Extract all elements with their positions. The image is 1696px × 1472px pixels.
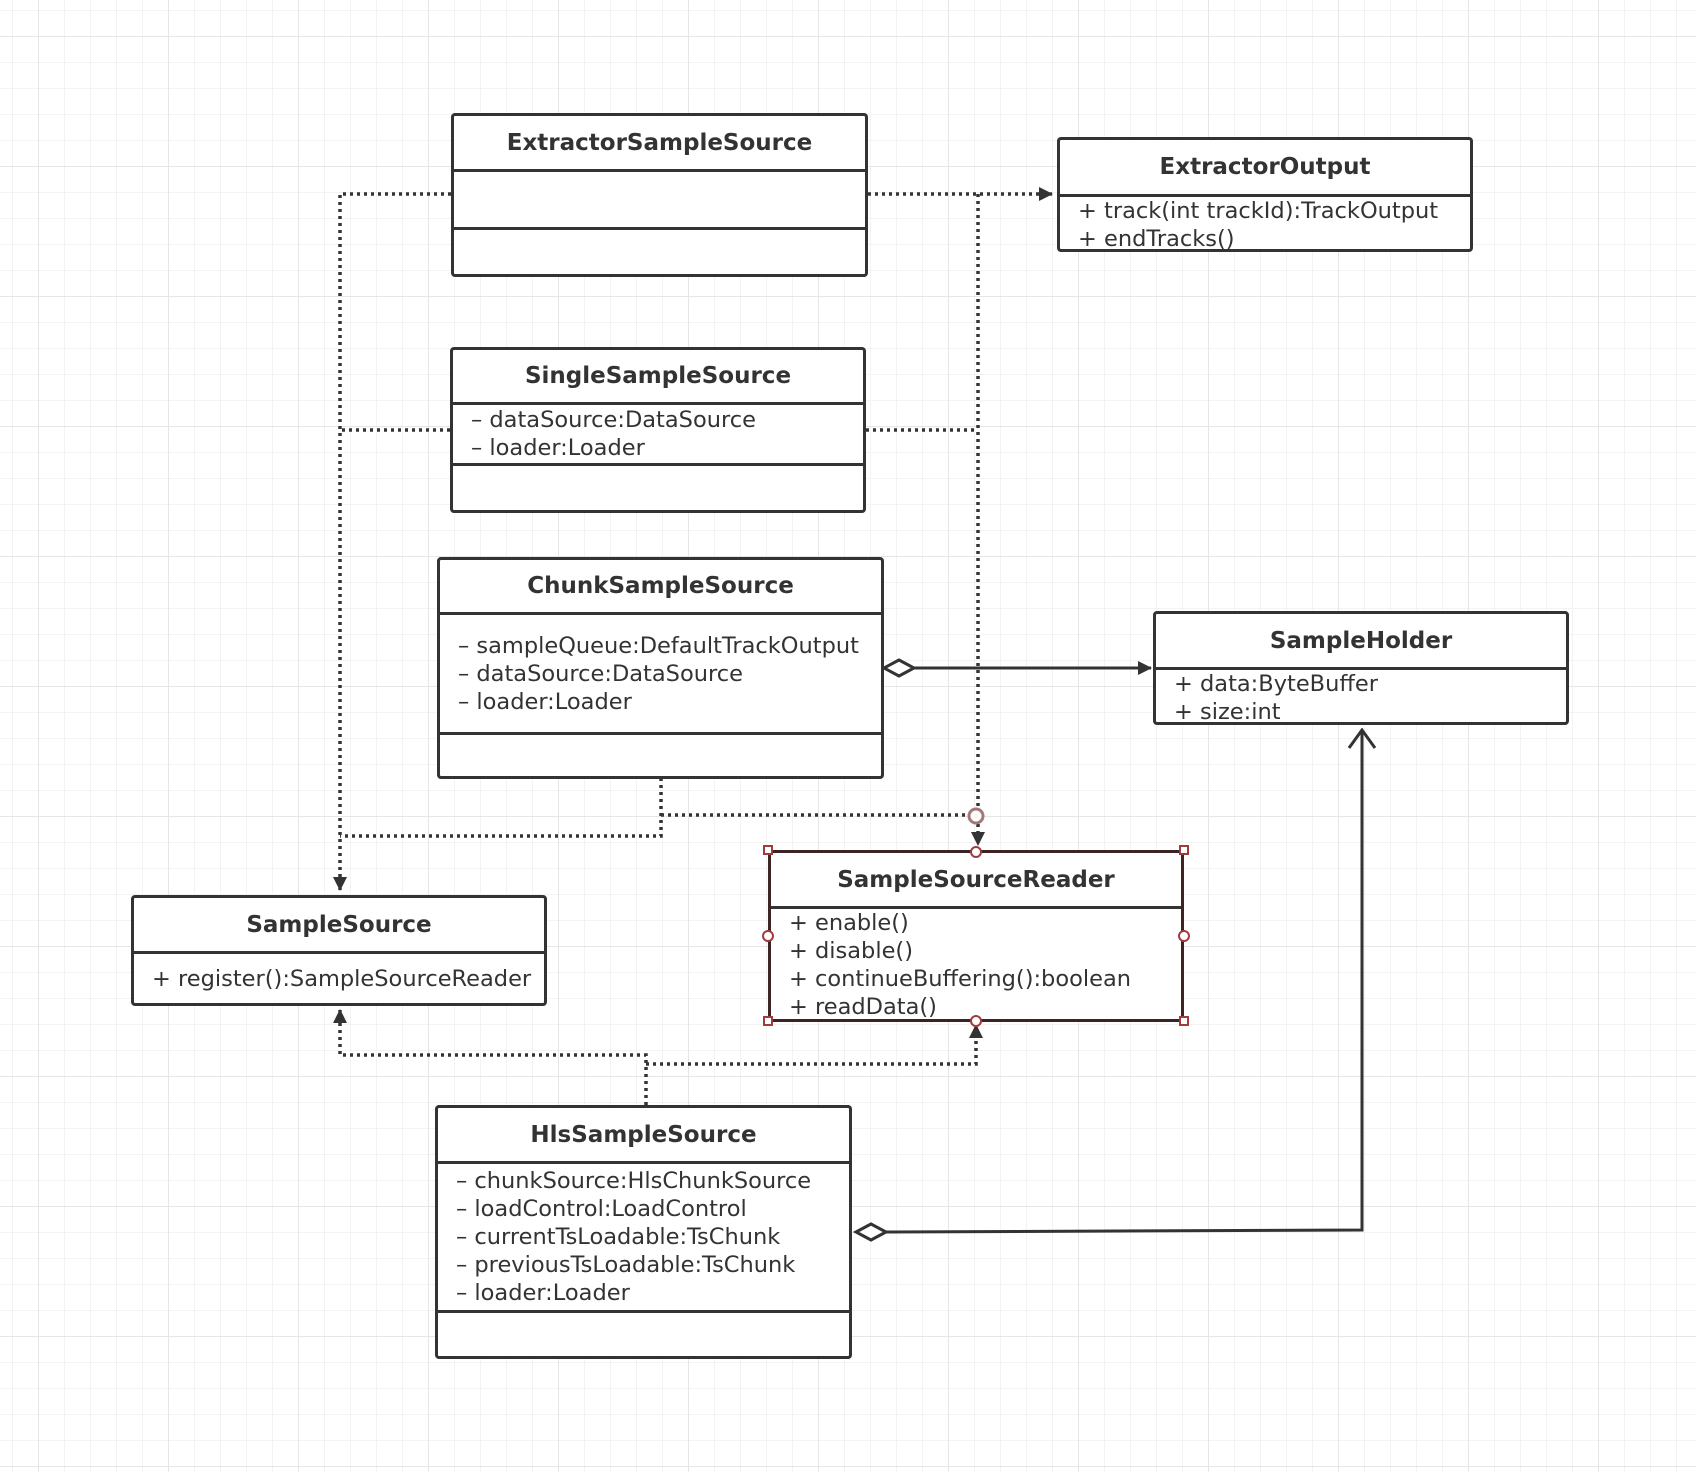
operation-item: + track(int trackId):TrackOutput (1078, 198, 1439, 224)
class-name: SampleHolder (1156, 614, 1566, 670)
operation-item: + disable() (789, 938, 913, 964)
edge-chunksamplesource-samplesource[interactable] (340, 778, 663, 838)
operations-section (440, 735, 881, 776)
class-name: SingleSampleSource (453, 350, 863, 405)
operations-section: + track(int trackId):TrackOutput + endTr… (1060, 197, 1470, 253)
class-extractoroutput[interactable]: ExtractorOutput + track(int trackId):Tra… (1057, 137, 1473, 252)
operations-section (438, 1313, 849, 1356)
connect-handle-bottom[interactable] (970, 1015, 982, 1027)
class-samplesourcereader[interactable]: SampleSourceReader + enable() + disable(… (768, 850, 1184, 1022)
edge-extractorsamplesource-samplesource[interactable] (333, 192, 451, 891)
aggregation-diamond-chunk (880, 658, 918, 678)
class-name: ChunkSampleSource (440, 560, 881, 615)
attribute-item: – loader:Loader (458, 688, 632, 715)
operation-item: + data:ByteBuffer (1174, 671, 1378, 697)
attribute-item: – previousTsLoadable:TsChunk (456, 1252, 796, 1278)
class-name: SampleSourceReader (771, 853, 1181, 909)
class-name: ExtractorSampleSource (454, 116, 865, 172)
operations-section (453, 466, 863, 510)
class-name: HlsSampleSource (438, 1108, 849, 1164)
attribute-item: – loader:Loader (471, 435, 645, 461)
class-chunksamplesource[interactable]: ChunkSampleSource – sampleQueue:DefaultT… (437, 557, 884, 779)
operation-item: + register():SampleSourceReader (152, 965, 532, 992)
resize-handle-top-right[interactable] (1179, 845, 1189, 855)
attributes-section: – dataSource:DataSource – loader:Loader (453, 405, 863, 466)
connection-point-icon[interactable] (967, 807, 985, 825)
operations-section: + register():SampleSourceReader (134, 954, 544, 1003)
resize-handle-top-left[interactable] (763, 845, 773, 855)
class-name: ExtractorOutput (1060, 140, 1470, 197)
resize-handle-bottom-right[interactable] (1179, 1016, 1189, 1026)
attributes-section: – sampleQueue:DefaultTrackOutput – dataS… (440, 615, 881, 735)
operation-item: + enable() (789, 910, 909, 936)
operation-item: + endTracks() (1078, 226, 1235, 252)
operation-item: + readData() (789, 994, 937, 1020)
attribute-item: – loadControl:LoadControl (456, 1196, 747, 1222)
edge-hlssamplesource-samplesource[interactable] (333, 1009, 648, 1105)
attribute-item: – chunkSource:HlsChunkSource (456, 1168, 812, 1194)
operations-section (454, 230, 865, 274)
class-name: SampleSource (134, 898, 544, 954)
class-samplesource[interactable]: SampleSource + register():SampleSourceRe… (131, 895, 547, 1006)
class-extractorsamplesource[interactable]: ExtractorSampleSource (451, 113, 868, 277)
connect-handle-top[interactable] (970, 846, 982, 858)
attributes-section (454, 172, 865, 230)
edge-hlssamplesource-samplesourcereader[interactable] (646, 1024, 983, 1066)
class-singlesamplesource[interactable]: SingleSampleSource – dataSource:DataSour… (450, 347, 866, 513)
class-sampleholder[interactable]: SampleHolder + data:ByteBuffer + size:in… (1153, 611, 1569, 725)
connect-handle-left[interactable] (762, 930, 774, 942)
attribute-item: – dataSource:DataSource (458, 660, 743, 687)
attribute-item: – loader:Loader (456, 1280, 630, 1306)
resize-handle-bottom-left[interactable] (763, 1016, 773, 1026)
connect-handle-right[interactable] (1178, 930, 1190, 942)
class-hlssamplesource[interactable]: HlsSampleSource – chunkSource:HlsChunkSo… (435, 1105, 852, 1359)
attributes-section: – chunkSource:HlsChunkSource – loadContr… (438, 1164, 849, 1313)
attribute-item: – sampleQueue:DefaultTrackOutput (458, 632, 859, 659)
operations-section: + enable() + disable() + continueBufferi… (771, 909, 1181, 1021)
attribute-item: – dataSource:DataSource (471, 407, 756, 433)
operation-item: + size:int (1174, 699, 1281, 725)
attribute-item: – currentTsLoadable:TsChunk (456, 1224, 781, 1250)
operation-item: + continueBuffering():boolean (789, 966, 1132, 992)
aggregation-diamond-hls (852, 1222, 890, 1242)
operations-section: + data:ByteBuffer + size:int (1156, 670, 1566, 726)
